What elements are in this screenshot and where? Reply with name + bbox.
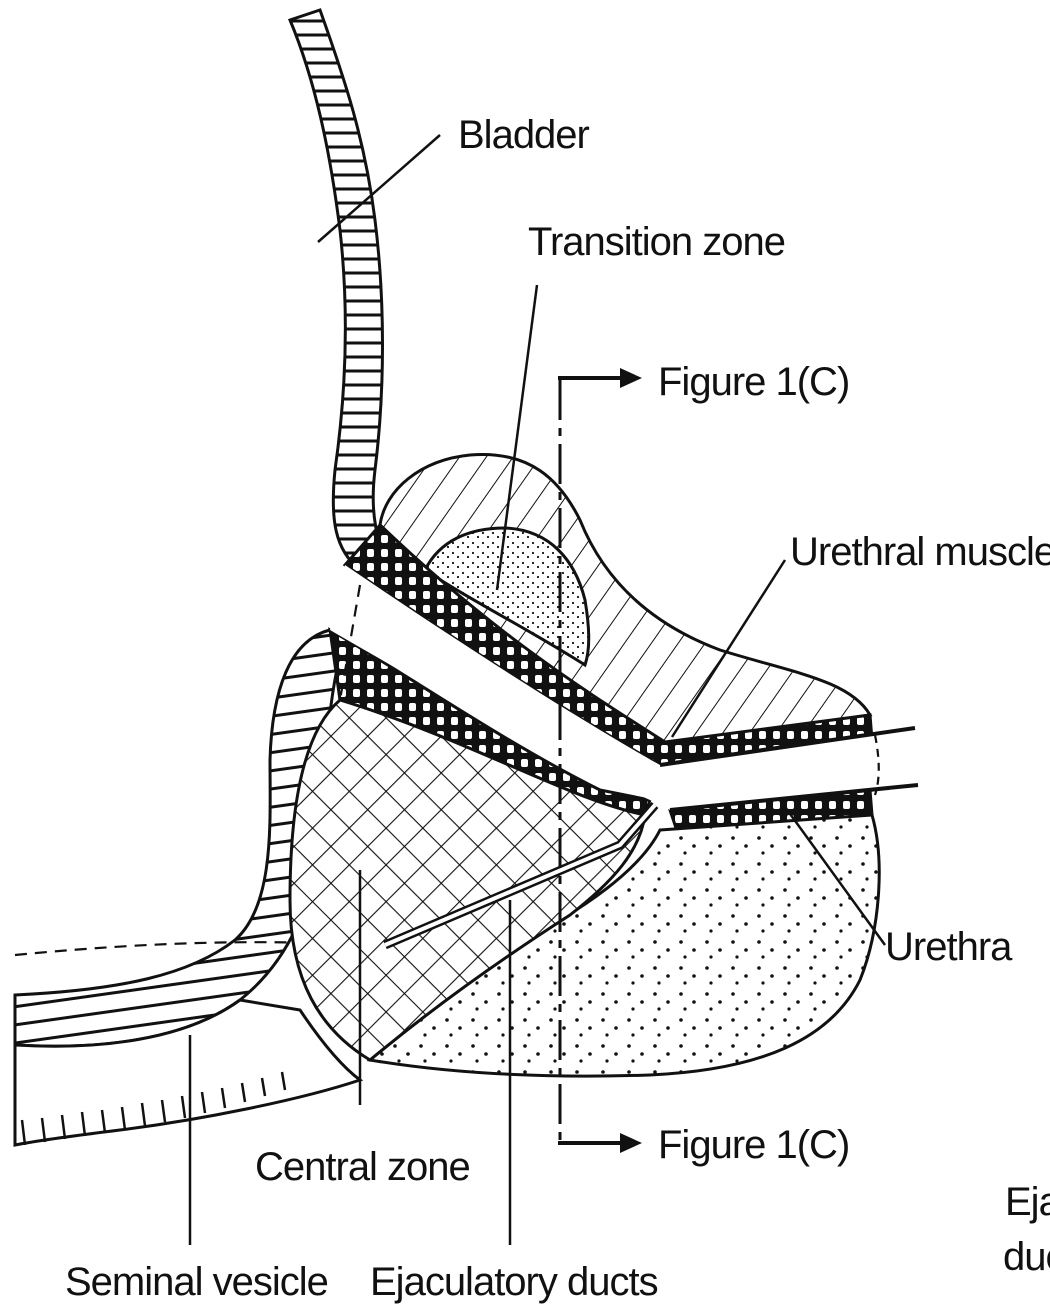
label-urethral-muscle: Urethral muscle xyxy=(790,530,1050,574)
label-ejaculatory-ducts-cut-1: Eja xyxy=(1005,1180,1050,1224)
label-figure-ref-bottom: Figure 1(C) xyxy=(658,1123,849,1167)
label-central-zone: Central zone xyxy=(255,1145,470,1189)
label-figure-ref-top: Figure 1(C) xyxy=(658,360,849,404)
label-ejaculatory-ducts: Ejaculatory ducts xyxy=(370,1260,658,1304)
label-transition-zone: Transition zone xyxy=(528,220,785,264)
label-urethra: Urethra xyxy=(885,925,1013,969)
label-bladder: Bladder xyxy=(458,113,590,157)
label-seminal-vesicle: Seminal vesicle xyxy=(65,1260,328,1304)
label-ejaculatory-ducts-cut-2: duc xyxy=(1003,1235,1050,1279)
bladder-wall xyxy=(290,10,395,575)
